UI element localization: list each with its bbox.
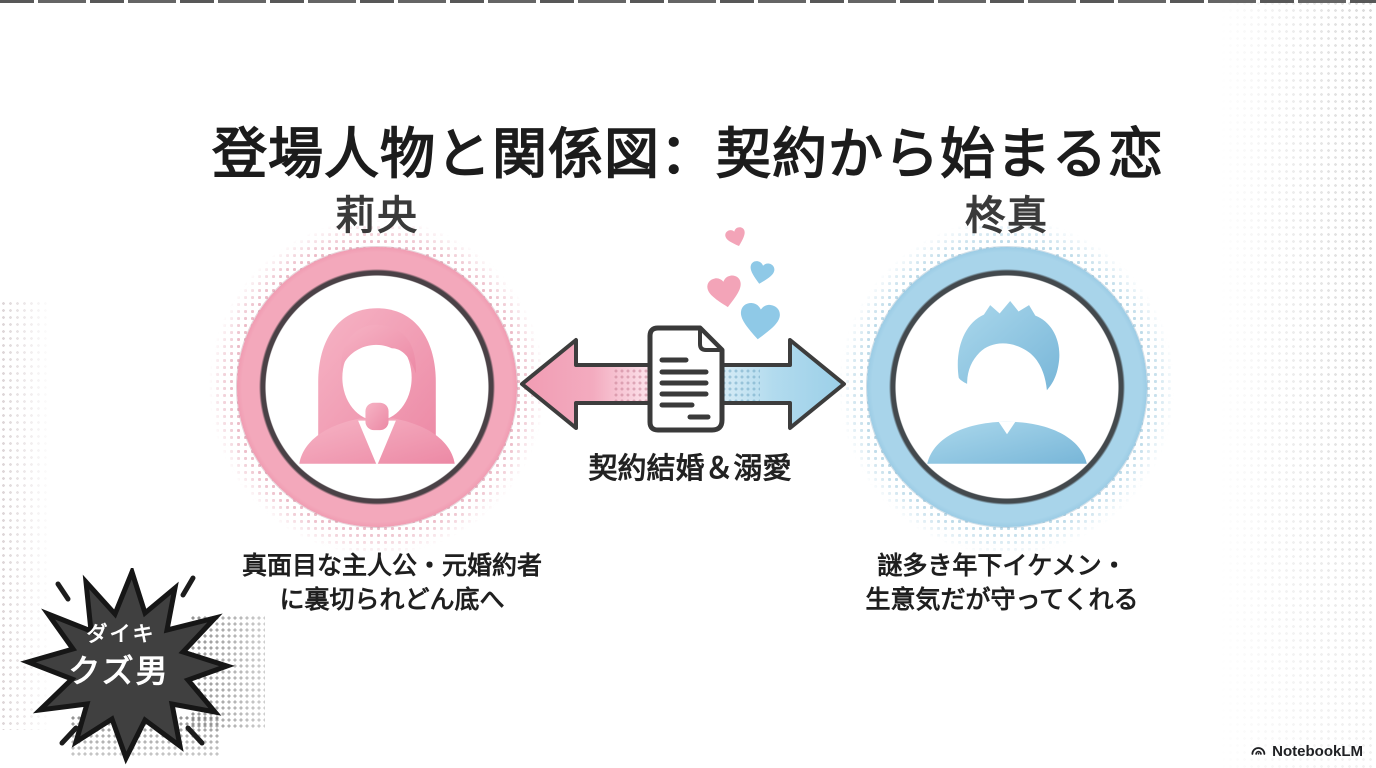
heart-large-blue	[740, 303, 780, 340]
relationship-label: 契約結婚＆溺愛	[588, 453, 792, 485]
character-description-left: 真面目な主人公・元婚約者 に裏切られどん底へ	[192, 549, 592, 617]
antagonist-label: クズ男	[68, 653, 170, 689]
page-title: 登場人物と関係図：契約から始まる恋	[211, 122, 1164, 185]
character-name-right: 柊真	[965, 194, 1049, 238]
description-line: 真面目な主人公・元婚約者	[241, 552, 542, 580]
contract-document-icon	[647, 325, 725, 433]
brand-footer: NotebookLM	[1249, 742, 1363, 760]
heart-icons	[707, 227, 780, 340]
halftone-texture-right	[1206, 0, 1376, 768]
portrait-circle-right	[867, 247, 1147, 527]
antagonist-name: ダイキ	[86, 623, 156, 646]
description-line: 謎多き年下イケメン・	[877, 552, 1127, 580]
notebooklm-icon	[1251, 747, 1266, 755]
character-name-left: 莉央	[335, 194, 419, 238]
description-line: 生意気だが守ってくれる	[865, 586, 1139, 614]
heart-medium-pink	[707, 275, 741, 308]
female-avatar-icon	[299, 308, 455, 466]
male-avatar-icon	[927, 300, 1087, 464]
brand-label: NotebookLM	[1272, 742, 1363, 760]
heart-small-blue	[750, 261, 775, 284]
description-line: に裏切られどん底へ	[279, 586, 505, 614]
portrait-circle-left	[237, 247, 517, 527]
character-description-right: 謎多き年下イケメン・ 生意気だが守ってくれる	[802, 549, 1202, 617]
starburst-badge	[20, 568, 235, 765]
torn-paper-edge	[0, 0, 1376, 3]
heart-small-pink	[725, 227, 745, 247]
